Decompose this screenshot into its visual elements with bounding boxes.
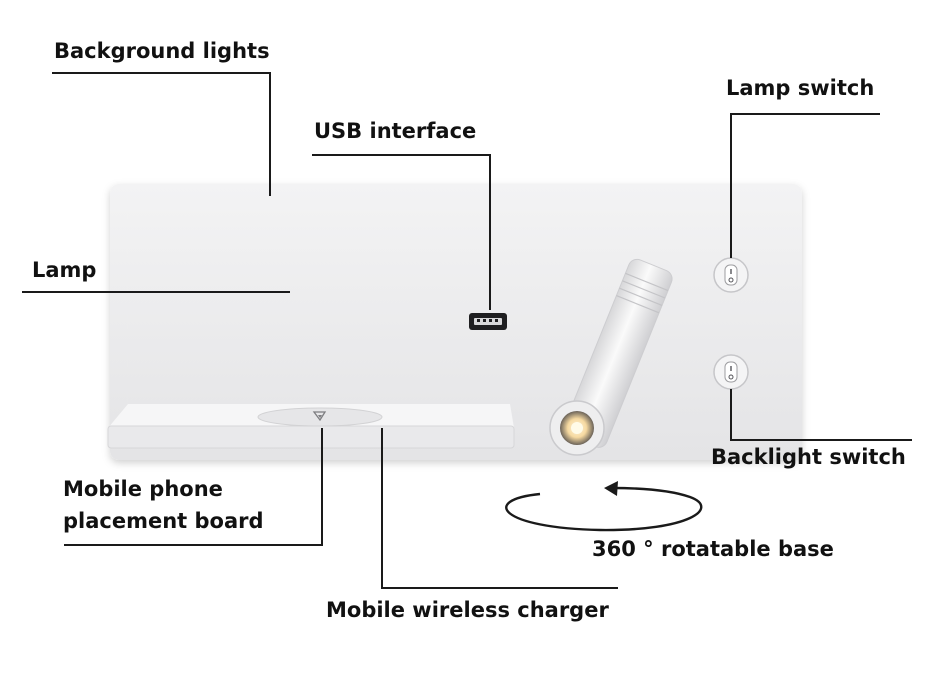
- leader-lamp-switch: [730, 113, 880, 258]
- wireless-charge-icon: [312, 411, 327, 422]
- label-backlight-switch: Backlight switch: [711, 445, 906, 469]
- label-lamp-switch: Lamp switch: [726, 76, 875, 100]
- lamp-spotlight[interactable]: [549, 257, 675, 456]
- rotation-arrow-icon: [505, 481, 703, 532]
- label-rotatable-base: 360 ° rotatable base: [592, 537, 834, 561]
- usb-port-icon[interactable]: [469, 313, 507, 330]
- label-usb-interface: USB interface: [314, 119, 477, 143]
- leader-wireless-charger: [381, 428, 618, 589]
- leader-usb-interface: [312, 154, 491, 310]
- label-background-lights: Background lights: [54, 39, 270, 63]
- label-phone-board-line2: placement board: [63, 509, 264, 533]
- phone-placement-board: [107, 404, 515, 449]
- leader-background-lights: [52, 72, 271, 196]
- wall-panel: [110, 184, 802, 460]
- leader-backlight-switch: [730, 389, 912, 441]
- label-phone-board-line1: Mobile phone: [63, 477, 223, 501]
- label-lamp: Lamp: [32, 258, 97, 282]
- lamp-switch[interactable]: [713, 257, 749, 293]
- leader-lines: [22, 72, 912, 589]
- leader-phone-board: [64, 428, 323, 546]
- backlight-switch[interactable]: [713, 354, 749, 390]
- label-wireless-charger: Mobile wireless charger: [326, 598, 609, 622]
